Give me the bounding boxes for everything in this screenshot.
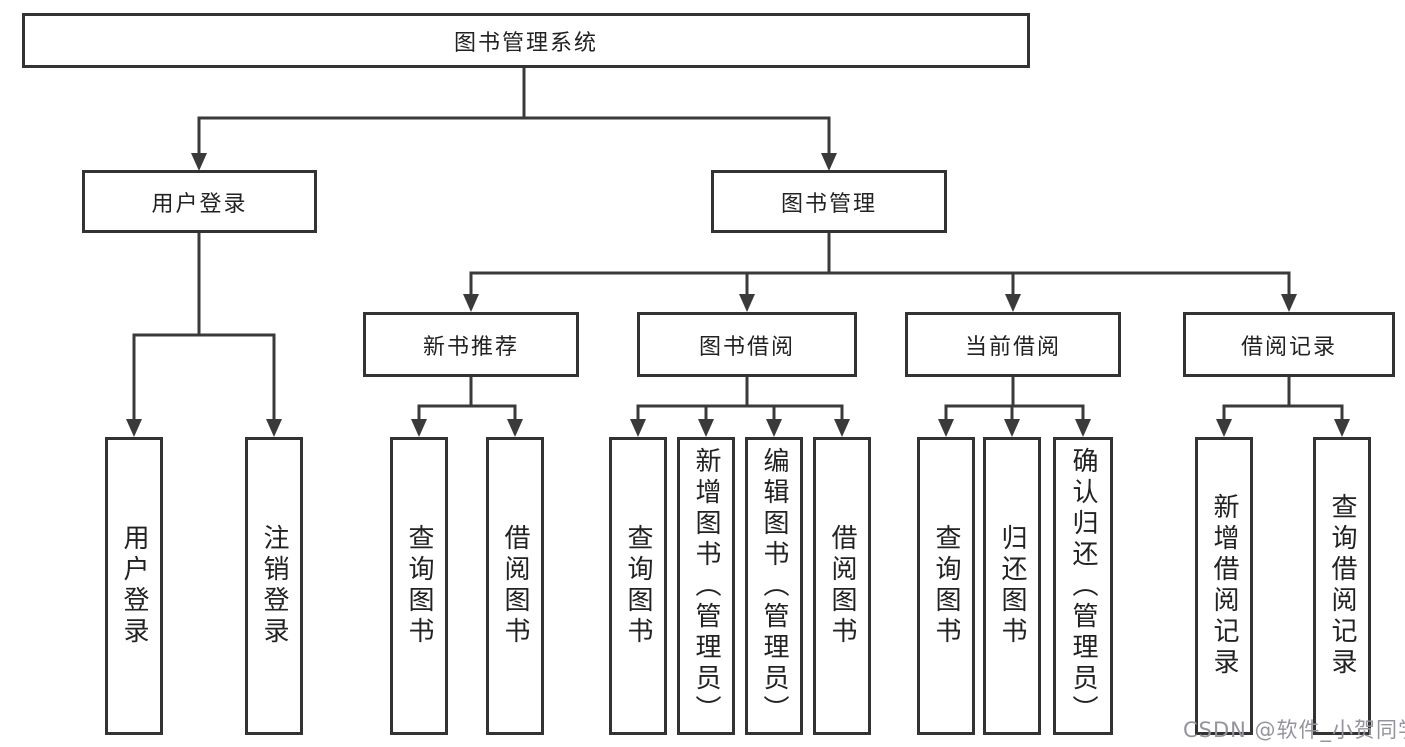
connector-borrowing-records-children [1216,377,1350,437]
node-label: 图书管理系统 [453,30,598,56]
leaf-user-login: 用户登录 [105,437,163,735]
leaf-query-borrowing-record: 查询借阅记录 [1313,437,1371,735]
node-label: 归还图书 [997,524,1027,648]
leaf-add-borrowing-record: 新增借阅记录 [1195,437,1253,735]
connector-new-book-children [411,377,523,437]
leaf-query-books-current: 查询图书 [917,437,975,735]
node-user-login: 用户登录 [82,170,317,233]
node-label: 新增图书（管理员） [691,446,721,726]
node-label: 查询图书 [623,524,653,648]
leaf-borrow-books-recommend: 借阅图书 [486,437,544,735]
node-label: 新增借阅记录 [1209,493,1239,679]
node-label: 图书借阅 [698,334,795,360]
connector-book-management-to-level3 [463,233,1297,312]
connector-root-to-level2 [191,68,837,171]
csdn-watermark: CSDN @软件_小贺同学 [1183,718,1405,742]
node-label: 借阅图书 [500,524,530,648]
node-label: 用户登录 [151,191,248,217]
node-label: 查询图书 [404,524,434,648]
leaf-query-books-borrowing: 查询图书 [609,437,667,735]
node-label: 借阅图书 [827,524,857,648]
node-label: 当前借阅 [964,334,1061,360]
leaf-logout: 注销登录 [245,437,303,735]
node-current-borrowing: 当前借阅 [905,312,1121,377]
connector-current-borrowing-children [938,377,1091,437]
leaf-borrow-books: 借阅图书 [813,437,871,735]
connector-book-borrowing-children [630,377,850,437]
node-label: 编辑图书（管理员） [759,446,789,726]
node-new-book-recommendation: 新书推荐 [363,312,579,377]
node-label: 用户登录 [119,524,149,648]
connector-user-login-children [126,233,282,437]
node-label: 借阅记录 [1240,334,1337,360]
node-label: 确认归还（管理员） [1068,446,1098,726]
leaf-query-books-recommend: 查询图书 [390,437,448,735]
node-label: 注销登录 [259,524,289,648]
leaf-edit-book-admin: 编辑图书（管理员） [745,437,803,735]
node-label: 图书管理 [780,191,877,217]
leaf-add-book-admin: 新增图书（管理员） [677,437,735,735]
leaf-return-books: 归还图书 [983,437,1041,735]
node-book-management: 图书管理 [711,170,947,233]
node-label: 查询图书 [931,524,961,648]
node-book-borrowing: 图书借阅 [637,312,857,377]
node-library-management-system: 图书管理系统 [22,13,1030,68]
leaf-confirm-return-admin: 确认归还（管理员） [1053,437,1113,735]
node-label: 新书推荐 [422,334,519,360]
node-label: 查询借阅记录 [1327,493,1357,679]
node-borrowing-records: 借阅记录 [1183,312,1395,377]
